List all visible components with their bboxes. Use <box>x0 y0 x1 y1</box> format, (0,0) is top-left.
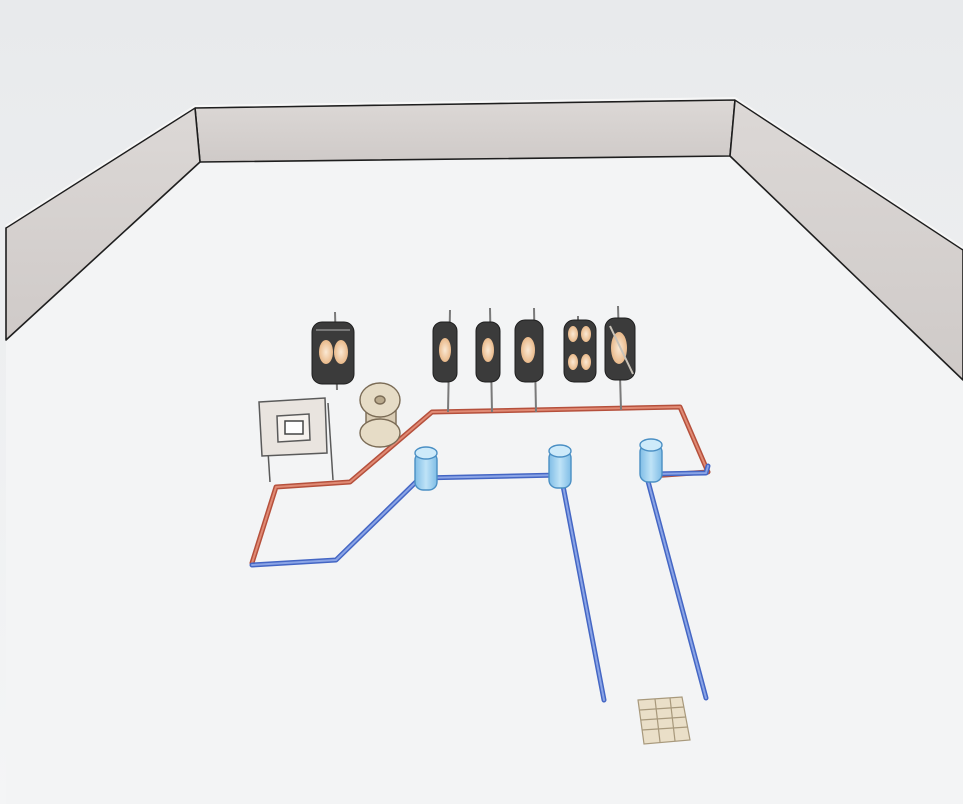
back-wall <box>194 99 736 163</box>
tank-2 <box>548 444 572 489</box>
coil-rack-5 <box>563 316 597 383</box>
frame-panel <box>258 397 334 483</box>
pallet <box>637 696 691 745</box>
coil-rack-1 <box>311 311 355 391</box>
coil-rack-6 <box>604 305 636 411</box>
coil-rack-2 <box>432 309 458 413</box>
right-wall <box>729 99 963 381</box>
floor <box>6 156 963 804</box>
blue-pipe <box>249 463 711 703</box>
coil-rack-4 <box>514 307 544 413</box>
tank-3 <box>639 438 663 483</box>
left-wall <box>5 107 201 341</box>
wall-top-edge <box>5 97 963 249</box>
walls <box>5 97 963 381</box>
tank-1 <box>414 446 438 491</box>
cable-spool <box>359 382 401 448</box>
coil-rack-3 <box>475 307 501 413</box>
